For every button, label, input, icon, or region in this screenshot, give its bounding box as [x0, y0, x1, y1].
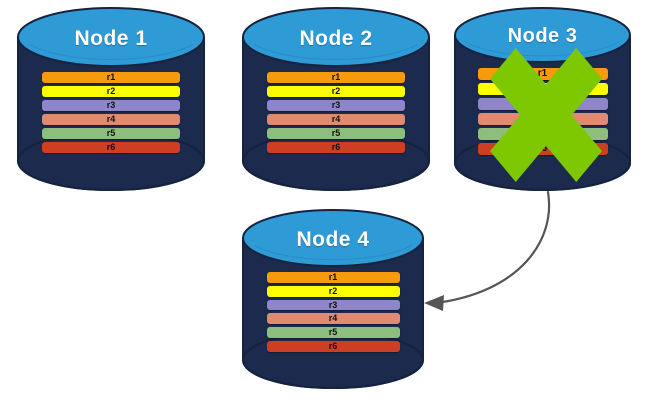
row-label: r3 — [331, 100, 341, 110]
data-row[interactable]: r6 — [42, 142, 180, 153]
data-row[interactable]: r4 — [267, 114, 405, 125]
data-row[interactable]: r1 — [267, 72, 405, 83]
data-row[interactable]: r4 — [42, 114, 180, 125]
node-cylinder-4[interactable]: Node 4 r1 r2 r3 r4 r5 r6 — [242, 209, 424, 389]
row-label: r2 — [106, 86, 116, 96]
row-label: r1 — [331, 72, 341, 82]
row-label: r6 — [328, 341, 338, 352]
data-row[interactable]: r2 — [267, 86, 405, 97]
row-stack-2: r1 r2 r3 r4 r5 r6 — [243, 72, 429, 153]
row-stack-1: r1 r2 r3 r4 r5 r6 — [18, 72, 204, 153]
row-label: r6 — [331, 142, 341, 152]
data-row[interactable]: r2 — [266, 285, 400, 297]
row-label: r5 — [106, 128, 116, 138]
data-row[interactable]: r6 — [266, 341, 400, 352]
row-label: r3 — [106, 100, 116, 110]
row-label: r2 — [331, 86, 341, 96]
data-row[interactable]: r5 — [42, 128, 180, 139]
row-label: r3 — [328, 299, 338, 310]
data-row[interactable]: r3 — [42, 100, 180, 111]
row-label: r5 — [328, 327, 338, 338]
row-label: r1 — [537, 68, 548, 79]
row-stack-4: r1 r2 r3 r4 r5 r6 — [243, 272, 423, 352]
row-label: r2 — [328, 285, 338, 296]
data-row[interactable]: r1 — [42, 72, 180, 83]
row-label: r4 — [331, 114, 341, 124]
row-label: r4 — [328, 313, 338, 324]
row-label: r4 — [106, 114, 116, 124]
data-row[interactable]: r4 — [266, 313, 400, 325]
data-row[interactable]: r2 — [42, 86, 180, 97]
data-row[interactable]: r5 — [267, 128, 405, 139]
data-row[interactable]: r3 — [266, 299, 400, 311]
row-label: r5 — [331, 128, 341, 138]
node-cylinder-2[interactable]: Node 2 r1 r2 r3 r4 r5 r6 — [242, 7, 430, 191]
failure-x-mark-icon — [490, 48, 602, 182]
data-row[interactable]: r6 — [267, 142, 405, 153]
data-row[interactable]: r5 — [266, 327, 400, 339]
data-row[interactable]: r3 — [267, 100, 405, 111]
row-label: r6 — [106, 142, 116, 152]
row-label: r1 — [328, 271, 338, 282]
data-row[interactable]: r1 — [266, 271, 400, 283]
row-label: r1 — [106, 72, 116, 82]
